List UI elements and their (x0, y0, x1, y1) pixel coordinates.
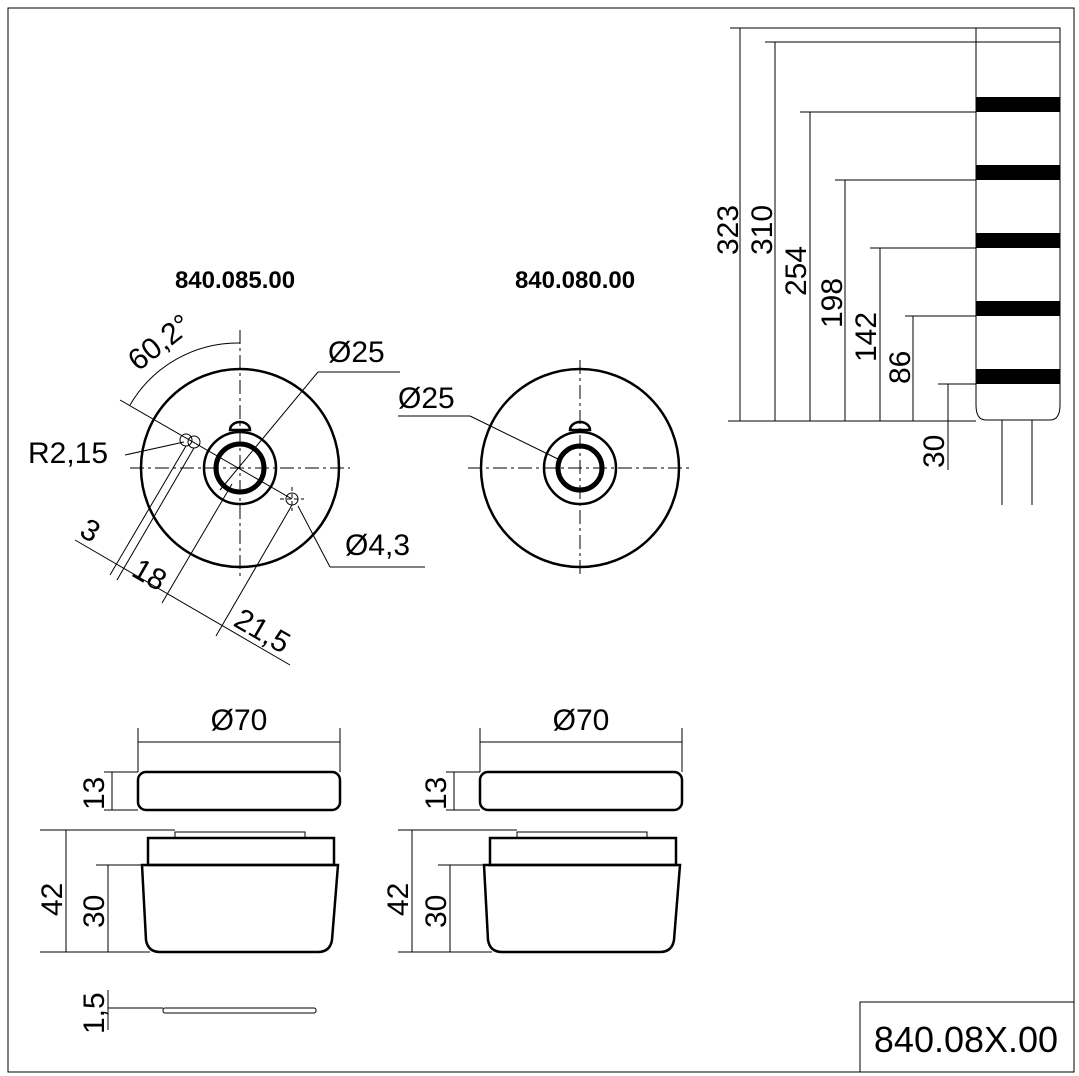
title-block: 840.08X.00 (859, 1001, 1075, 1073)
dim-198: 198 (816, 278, 849, 328)
signal-tower (728, 27, 1061, 505)
top-view-right (398, 360, 690, 578)
dim-cap-right: 13 (420, 777, 453, 810)
dim-254: 254 (780, 246, 813, 296)
dim-hole: Ø4,3 (345, 529, 410, 562)
dim-323: 323 (712, 205, 745, 255)
dim-86: 86 (884, 351, 917, 384)
side-view-left (40, 728, 342, 1030)
side-view-right (398, 728, 684, 954)
dim-21-5: 21,5 (229, 602, 296, 660)
dim-total-left: 42 (36, 883, 69, 916)
dim-angle: 60,2° (122, 308, 198, 377)
dim-radius: R2,15 (28, 437, 108, 470)
dim-bore-left: Ø25 (328, 336, 385, 369)
dim-3: 3 (75, 512, 106, 549)
dim-bore-right: Ø25 (398, 382, 455, 415)
dim-total-right: 42 (382, 883, 415, 916)
dim-plate: 1,5 (78, 992, 111, 1034)
part-number: 840.08X.00 (874, 1019, 1058, 1060)
top-view-left (74, 330, 425, 666)
dim-diameter-left: Ø70 (211, 704, 268, 737)
view-title-left: 840.085.00 (175, 267, 295, 294)
dim-142: 142 (850, 312, 883, 362)
dim-diameter-right: Ø70 (553, 704, 610, 737)
dim-body-right: 30 (420, 895, 453, 928)
dim-body-left: 30 (78, 895, 111, 928)
drawing-frame (7, 7, 1075, 1073)
dim-30: 30 (918, 435, 951, 468)
dim-cap-left: 13 (78, 777, 111, 810)
view-title-right: 840.080.00 (515, 267, 635, 294)
dim-18: 18 (127, 552, 172, 597)
dim-310: 310 (746, 205, 779, 255)
